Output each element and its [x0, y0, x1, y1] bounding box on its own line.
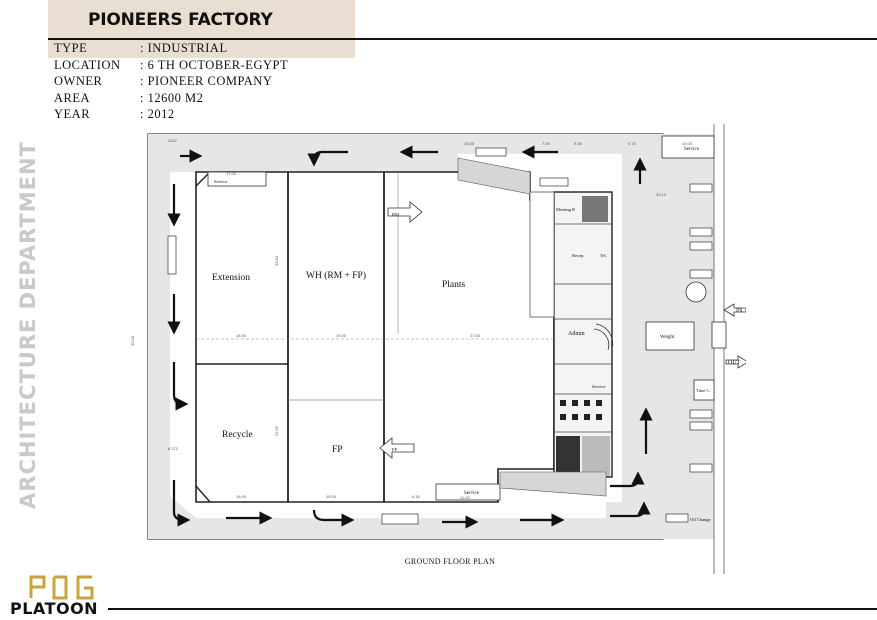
label-fp: FP — [332, 445, 343, 455]
label-recycle: Recycle — [222, 430, 253, 440]
in-arrow — [723, 303, 747, 317]
info-value: : 6 TH OCTOBER-EGYPT — [140, 57, 289, 72]
logo-mark-icon — [29, 575, 94, 600]
toilets — [556, 436, 580, 476]
dim: 2012 — [168, 138, 178, 143]
info-label: TYPE — [54, 41, 88, 55]
dim: 23.55 — [274, 425, 279, 436]
ground-floor-plan: Extension WH (RM + FP) Plants Recycle FP… — [126, 124, 749, 574]
dim: 17.00 — [226, 171, 237, 176]
info-label: LOCATION — [54, 57, 121, 72]
dim: 19.00 — [326, 494, 337, 499]
info-row-location: LOCATION : 6 TH OCTOBER-EGYPT — [54, 57, 288, 74]
platoon-logo: PLATOON — [10, 574, 110, 618]
label-warehouse: WH (RM + FP) — [306, 270, 366, 281]
info-row-year: YEAR : 2012 — [54, 106, 288, 123]
info-label: AREA — [54, 90, 91, 105]
label-in: IN — [736, 308, 743, 314]
label-time-c: Time C. — [696, 388, 711, 393]
label-plants: Plants — [442, 280, 466, 290]
info-row-area: AREA : 12600 M2 — [54, 90, 288, 107]
label-tel: Tel. — [600, 253, 607, 258]
meeting-room-fill — [582, 196, 608, 222]
title-band — [48, 0, 355, 58]
info-value: : PIONEER COMPANY — [140, 74, 273, 88]
logo-text: PLATOON — [10, 599, 99, 618]
label-admin: Admin — [568, 331, 585, 337]
dim: 30.12 — [656, 192, 667, 197]
dim: 6.15 — [412, 494, 421, 499]
label-meeting: Meeting R — [556, 207, 575, 212]
info-label: YEAR — [54, 107, 91, 121]
info-row-type: TYPE : INDUSTRIAL — [54, 40, 288, 57]
department-text: ARCHITECTURE DEPARTMENT — [16, 141, 40, 509]
room-labels: Extension WH (RM + FP) Plants Recycle FP… — [212, 147, 743, 522]
info-value: : INDUSTRIAL — [140, 41, 228, 55]
project-info: TYPE : INDUSTRIAL LOCATION : 6 TH OCTOBE… — [54, 40, 288, 123]
title-rule — [48, 38, 877, 40]
dim: 16.00 — [236, 333, 247, 338]
label-out: OUT — [728, 360, 741, 366]
department-side-label: ARCHITECTURE DEPARTMENT — [14, 141, 42, 509]
out-arrow — [725, 355, 749, 369]
label-service-top-left: Service — [214, 179, 228, 184]
dim: 9.75 — [628, 141, 637, 146]
info-value: : 12600 M2 — [140, 90, 204, 105]
dim: 10.00 — [682, 141, 693, 146]
info-row-owner: OWNER : PIONEER COMPANY — [54, 73, 288, 90]
dim: 33.50 — [274, 255, 279, 266]
fp-arrow — [379, 437, 415, 459]
dim: 6.172 — [168, 446, 179, 451]
dim: 25.00 — [464, 141, 475, 146]
label-fp-tag: FP — [392, 447, 398, 452]
dim: 7.00 — [542, 141, 551, 146]
dim: 16.00 — [236, 494, 247, 499]
dim: 30.00 — [130, 335, 135, 346]
dimension-labels: 17.00 25.00 7.00 9.05 9.75 10.00 16.00 1… — [130, 138, 693, 500]
info-value: : 2012 — [140, 107, 175, 121]
label-extension: Extension — [212, 273, 250, 283]
dim: 19.00 — [336, 333, 347, 338]
label-service-top-right: Service — [684, 147, 700, 152]
parking — [665, 183, 713, 523]
dim: 11.00 — [460, 495, 470, 500]
dining-area — [560, 400, 602, 420]
dim: 27.00 — [470, 333, 481, 338]
rm-arrow — [387, 201, 423, 223]
page-title: PIONEERS FACTORY — [88, 10, 273, 30]
label-oil-change: Oil Change — [690, 517, 711, 522]
trucks — [167, 147, 569, 525]
label-service-bottom: Service — [464, 491, 480, 496]
label-rm-tag: RM — [392, 212, 399, 217]
bottom-rule — [108, 608, 877, 610]
plan-caption: GROUND FLOOR PLAN — [404, 557, 496, 566]
label-weight: Weight — [660, 335, 675, 340]
traffic-arrows — [167, 145, 653, 529]
label-service-mid: Service — [592, 384, 606, 389]
main-building — [195, 171, 555, 503]
dim: 9.05 — [574, 141, 583, 146]
label-recep: Recep. — [572, 253, 584, 258]
info-label: OWNER — [54, 74, 103, 88]
plan-svg: Extension WH (RM + FP) Plants Recycle FP… — [130, 124, 749, 574]
